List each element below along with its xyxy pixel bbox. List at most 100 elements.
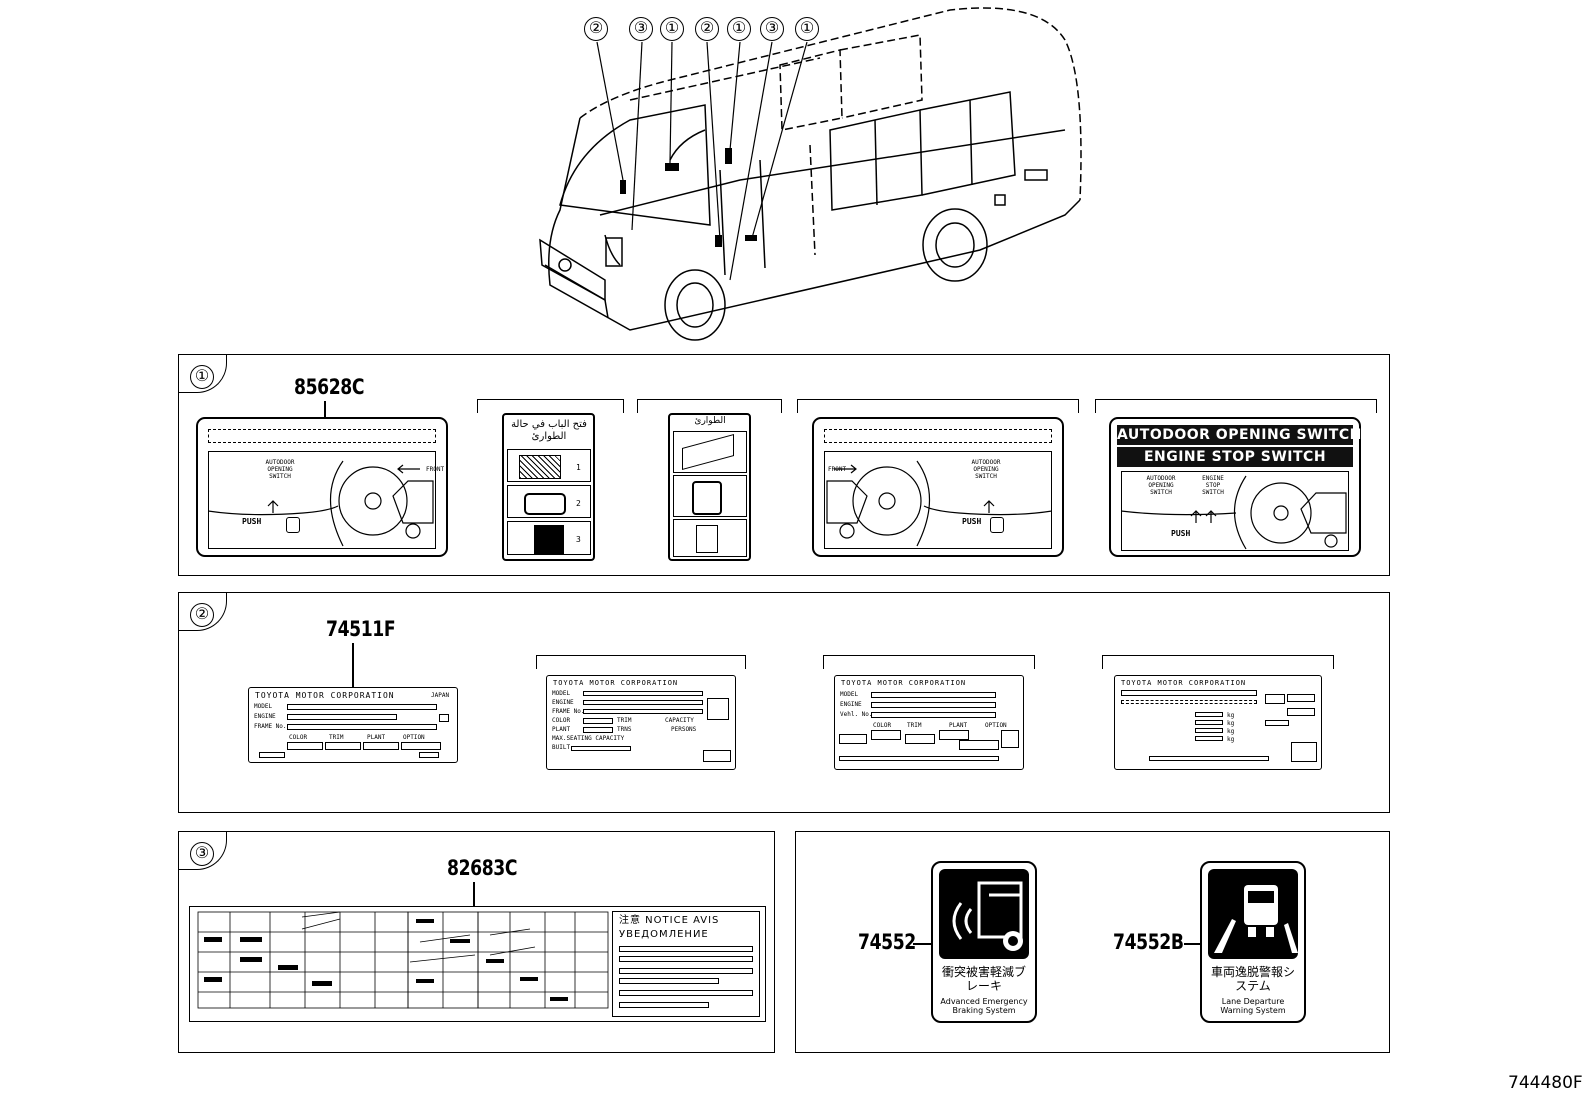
plate-title: TOYOTA MOTOR CORPORATION (255, 691, 395, 700)
aebs-label: 衝突被害軽減ブレーキ Advanced Emergency Braking Sy… (931, 861, 1037, 1023)
row-label: FRAME No. (254, 723, 287, 730)
switch-text: AUTODOOR OPENING SWITCH (265, 459, 295, 480)
section-4-panel: 74552 衝突被害軽減ブレーキ Advanced Emergency Brak… (795, 831, 1390, 1053)
door-switch-label-right: AUTODOOR OPENING SWITCH PUSH FRONT (812, 417, 1064, 557)
plate-title: TOYOTA MOTOR CORPORATION (1121, 679, 1247, 687)
unit-label: kg (1227, 712, 1235, 719)
section-1-panel: ① 85628C AUTODOOR OPENING SWITCH PUSH FR… (178, 354, 1390, 576)
extra-label: TRIM (617, 717, 632, 724)
vin-plate-d: TOYOTA MOTOR CORPORATION kg kg kg kg (1114, 675, 1322, 770)
door-switch-label-left: AUTODOOR OPENING SWITCH PUSH FRONT (196, 417, 448, 557)
autodoor-banner: AUTODOOR OPENING SWITCH (1117, 425, 1362, 445)
switch-text: AUTODOOR OPENING SWITCH (971, 459, 1001, 480)
push-text: PUSH (962, 517, 982, 526)
vehicle-illustration: ② ③ ① ② ① ③ ① (520, 0, 1100, 345)
fuse-label-sheet: 注意 NOTICE AVIS УВЕДОМЛЕНИЕ (189, 906, 766, 1022)
engine-stop-banner: ENGINE STOP SWITCH (1117, 447, 1353, 467)
notice-title-ru: УВЕДОМЛЕНИЕ (619, 929, 709, 940)
notice-panel: 注意 NOTICE AVIS УВЕДОМЛЕНИЕ (612, 911, 760, 1017)
hand-icon (990, 517, 1004, 533)
front-text: FRONT (426, 466, 445, 473)
row-label: PLANT (552, 726, 571, 733)
section-2-panel: ② 74511F TOYOTA MOTOR CORPORATION JAPAN … (178, 592, 1390, 813)
arabic-title-2: الطوارئ (694, 416, 726, 426)
leader-line (1184, 943, 1200, 945)
row-label: MODEL (840, 691, 859, 698)
autodoor-engine-stop-label: AUTODOOR OPENING SWITCH ENGINE STOP SWIT… (1109, 417, 1361, 557)
push-text: PUSH (1171, 529, 1191, 538)
part-number: 82683C (447, 856, 518, 880)
variant-bracket (637, 399, 782, 413)
col-label: PLANT (367, 734, 386, 741)
part-number: 85628C (294, 375, 365, 399)
ldws-label: 車両逸脱警報システム Lane Departure Warning System (1200, 861, 1306, 1023)
aebs-jp-text: 衝突被害軽減ブレーキ (941, 965, 1026, 993)
vin-plate-c: TOYOTA MOTOR CORPORATION MODEL ENGINE Ve… (834, 675, 1024, 770)
door-icon (519, 455, 561, 479)
door-open-icon (696, 525, 718, 553)
push-text: PUSH (242, 517, 262, 526)
switch-text-1: AUTODOOR OPENING SWITCH (1146, 475, 1176, 496)
callout-marker: ② (584, 17, 608, 41)
col-label: COLOR (289, 734, 308, 741)
row-label: ENGINE (840, 701, 862, 708)
aebs-en-text: Advanced Emergency Braking System (940, 997, 1028, 1015)
variant-bracket (1095, 399, 1377, 413)
aebs-icon (939, 869, 1029, 959)
notice-title: 注意 NOTICE AVIS (619, 915, 720, 926)
variant-bracket (1102, 655, 1334, 669)
col-label: PLANT (949, 722, 968, 729)
col-label: TRIM (329, 734, 344, 741)
extra-label: CAPACITY (665, 717, 694, 724)
row-label: BUILT (552, 744, 571, 751)
figure-id: 744480F (1508, 1073, 1583, 1093)
row-label: FRAME No. (552, 708, 585, 715)
part-number: 74552 (858, 930, 916, 954)
switch-text-2: ENGINE STOP SWITCH (1202, 475, 1224, 496)
vin-plate-a: TOYOTA MOTOR CORPORATION JAPAN MODEL ENG… (248, 687, 458, 763)
part-number: 74552B (1113, 930, 1184, 954)
plate-country: JAPAN (431, 692, 450, 699)
callout-marker: ③ (760, 17, 784, 41)
leader-line (913, 943, 931, 945)
callout-marker: ② (695, 17, 719, 41)
section-marker: ② (190, 603, 214, 627)
row-label: MAX.SEATING CAPACITY (552, 735, 625, 742)
row-label: ENGINE (254, 713, 276, 720)
vin-plate-b: TOYOTA MOTOR CORPORATION MODEL ENGINE FR… (546, 675, 736, 770)
extra-label: PERSONS (671, 726, 697, 733)
col-label: OPTION (985, 722, 1007, 729)
arabic-title: فتح الباب في حالة الطوارئ (511, 419, 587, 442)
row-label: MODEL (552, 690, 571, 697)
unit-label: kg (1227, 720, 1235, 727)
variant-bracket (823, 655, 1035, 669)
variant-bracket (797, 399, 1079, 413)
row-label: MODEL (254, 703, 273, 710)
section-3-panel: ③ 82683C (178, 831, 775, 1053)
leader-line (324, 401, 326, 417)
callout-marker: ③ (629, 17, 653, 41)
leader-line (473, 882, 475, 906)
row-label: Vehl. No. (840, 711, 873, 718)
section-marker: ③ (190, 842, 214, 866)
col-label: OPTION (403, 734, 425, 741)
row-label: COLOR (552, 717, 571, 724)
callout-marker: ① (727, 17, 751, 41)
row-label: ENGINE (552, 699, 574, 706)
plate-title: TOYOTA MOTOR CORPORATION (553, 679, 679, 687)
part-number: 74511F (326, 617, 396, 641)
variant-bracket (477, 399, 624, 413)
unit-label: kg (1227, 736, 1235, 743)
col-label: TRIM (907, 722, 922, 729)
ldws-en-text: Lane Departure Warning System (1220, 997, 1286, 1015)
col-label: COLOR (873, 722, 892, 729)
ldws-jp-text: 車両逸脱警報システム (1210, 965, 1295, 993)
door-open-icon (534, 525, 564, 555)
arabic-emergency-label: فتح الباب في حالة الطوارئ 1 2 3 (502, 413, 595, 561)
section-marker: ① (190, 365, 214, 389)
hand-icon (286, 517, 300, 533)
callout-marker: ① (795, 17, 819, 41)
leader-line (352, 643, 354, 687)
fuse-grid (197, 911, 609, 1009)
plate-title: TOYOTA MOTOR CORPORATION (841, 679, 967, 687)
